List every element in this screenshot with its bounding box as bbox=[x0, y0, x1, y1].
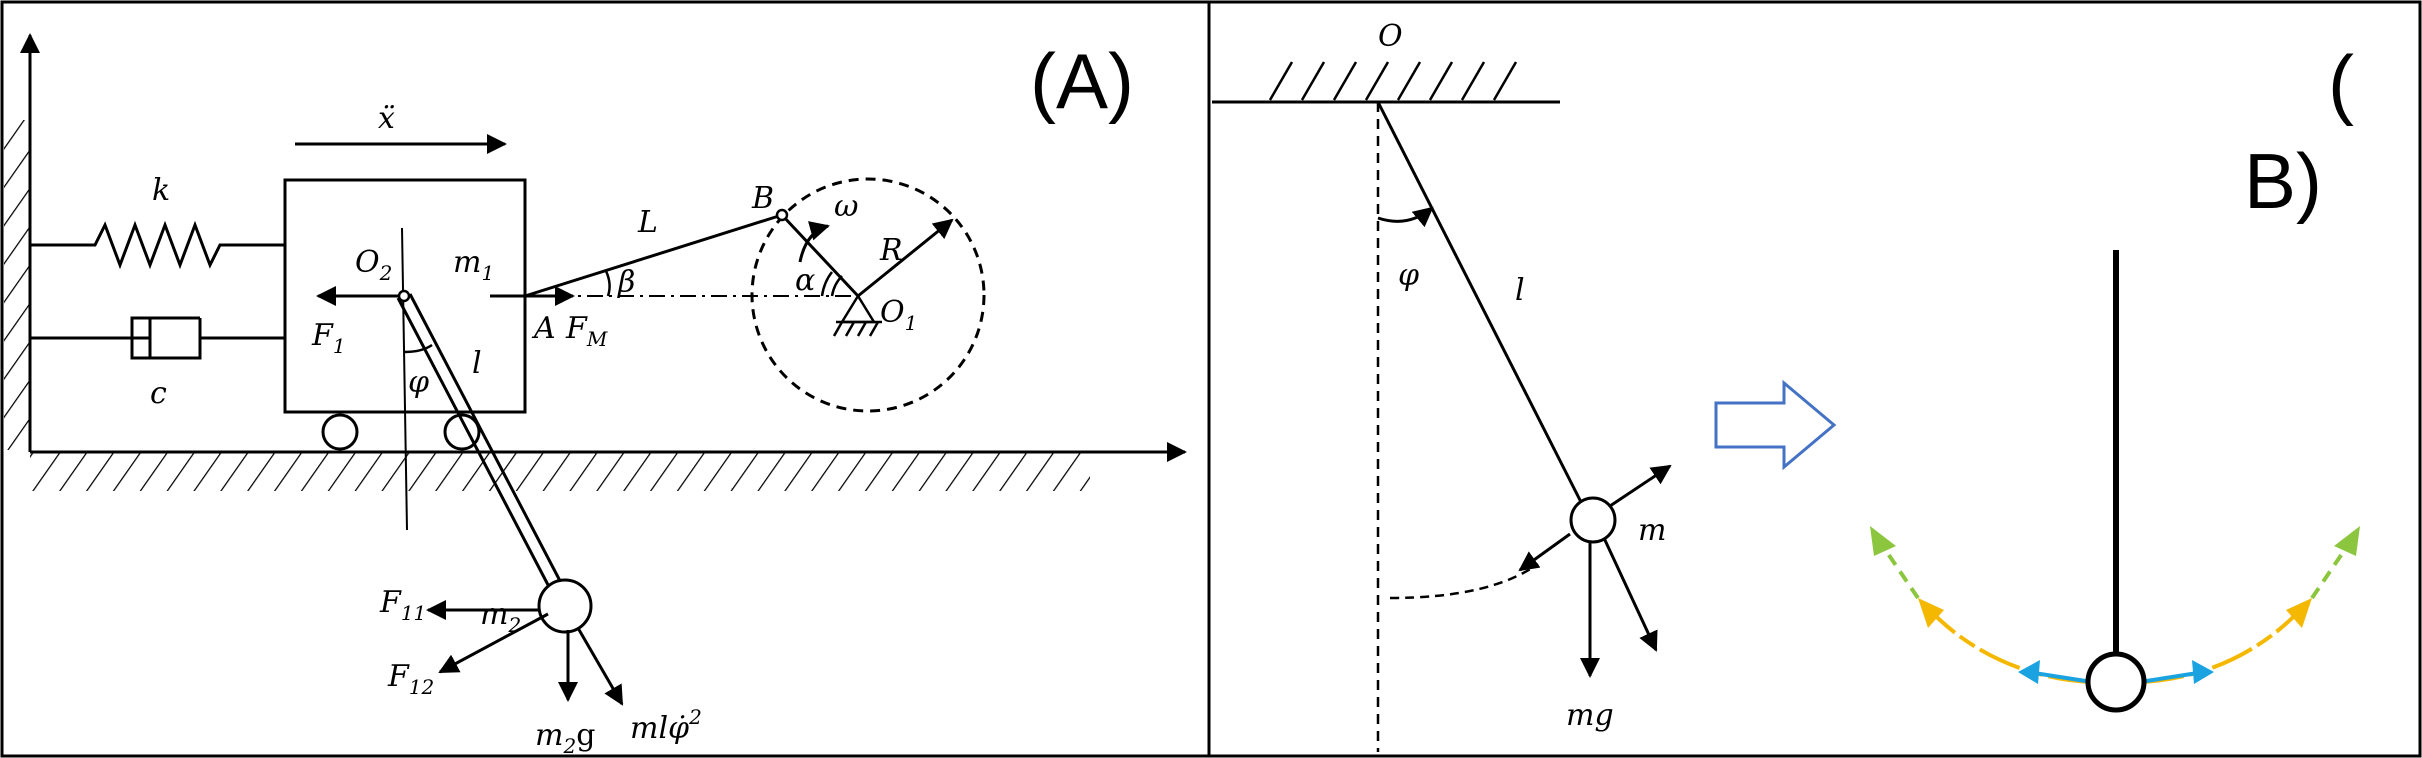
swing-path-dashed bbox=[1389, 562, 1539, 600]
swing-arc-left bbox=[1923, 603, 2093, 684]
force11-label: F11 bbox=[379, 585, 426, 625]
panel-b-tag-open: ( bbox=[2328, 39, 2354, 127]
swing-arrowhead-blue-right bbox=[2192, 660, 2214, 684]
centrifugal-arrow bbox=[576, 627, 624, 706]
swing-arrowhead-green-right bbox=[2334, 526, 2360, 556]
point-b bbox=[775, 208, 789, 222]
center-o1-label: O1 bbox=[880, 295, 917, 335]
pendulum-string bbox=[1376, 101, 1585, 507]
point-b-label: B bbox=[751, 181, 774, 216]
force12-arrow bbox=[438, 612, 549, 674]
alpha-arc-1 bbox=[820, 271, 833, 297]
swing-green-right bbox=[2310, 540, 2352, 600]
spring bbox=[30, 220, 285, 270]
beta-arc bbox=[604, 270, 611, 297]
panel-a-tag: (A) bbox=[1030, 37, 1134, 125]
origin-label: O bbox=[1378, 19, 1403, 54]
gravity-label: mg bbox=[1566, 698, 1614, 733]
mass1-label: m1 bbox=[453, 245, 494, 285]
omega-label: ω bbox=[834, 189, 858, 224]
force-m-label: FM bbox=[565, 311, 608, 351]
tangent-arrow bbox=[1518, 532, 1571, 572]
link-l bbox=[524, 213, 783, 298]
mass-label-b: m bbox=[1638, 513, 1666, 548]
swing-arrowhead-orange-left bbox=[1918, 598, 1944, 628]
crank-circle bbox=[750, 177, 986, 413]
panel-a: (A) ẍ k c O2 m1 bbox=[4, 33, 1187, 758]
pivot-o2-label: O2 bbox=[355, 245, 392, 285]
beta-label: β bbox=[617, 265, 635, 300]
swing-arrowhead-orange-right bbox=[2286, 598, 2312, 628]
crank-support bbox=[832, 293, 882, 337]
swing-arrowhead-blue-left bbox=[2018, 660, 2040, 684]
o2-vertical bbox=[401, 227, 408, 531]
link-length-label: L bbox=[637, 205, 658, 240]
spring-label: k bbox=[152, 173, 170, 208]
damper bbox=[30, 316, 285, 360]
pivot-o2 bbox=[397, 289, 411, 303]
panel-a-frame bbox=[0, 0, 1211, 758]
alpha-label: α bbox=[795, 263, 815, 298]
ground bbox=[30, 442, 1187, 491]
phi-arc-a bbox=[403, 343, 433, 354]
transition-arrow bbox=[1714, 379, 1837, 471]
swing-arc-right bbox=[2139, 603, 2307, 684]
swing-bob bbox=[2085, 651, 2147, 713]
force12-label: F12 bbox=[387, 659, 434, 699]
bob-m2 bbox=[537, 578, 593, 634]
mass2-label: m2 bbox=[480, 597, 521, 637]
bob-radial-arrow bbox=[1602, 537, 1658, 652]
weight-label: m2g bbox=[535, 718, 595, 758]
damper-label: c bbox=[150, 376, 167, 411]
force1-label: F1 bbox=[311, 318, 346, 358]
accel-label: ẍ bbox=[378, 101, 395, 136]
wall bbox=[4, 33, 40, 452]
phi-label-a: φ bbox=[408, 365, 429, 400]
bob-normal-arrow bbox=[1609, 464, 1672, 508]
cart-wheel-left bbox=[321, 413, 359, 451]
swing-green-left bbox=[1878, 540, 1920, 600]
swing-arrowhead-green-left bbox=[1870, 526, 1896, 556]
radius-arrow bbox=[857, 218, 954, 298]
length-label-b: l bbox=[1515, 273, 1525, 308]
alpha-arc-2 bbox=[830, 275, 843, 297]
crank-arm bbox=[780, 213, 860, 298]
radius-label: R bbox=[879, 233, 903, 268]
rod-line-2 bbox=[408, 293, 572, 601]
panel-b-frame bbox=[1207, 0, 2422, 758]
centrifugal-label: mlφ̇2 bbox=[630, 705, 702, 746]
point-a-label: A bbox=[531, 311, 556, 346]
rod-length-label: l bbox=[472, 346, 482, 381]
panel-b: ( B) O φ l m mg bbox=[1212, 19, 2360, 752]
phi-label-b: φ bbox=[1398, 258, 1419, 293]
ceiling-hatch bbox=[1268, 61, 1518, 101]
phi-arrow bbox=[1377, 206, 1434, 228]
omega-arrow bbox=[798, 221, 830, 263]
pendulum-bob bbox=[1569, 496, 1617, 544]
panel-b-tag-rest: B) bbox=[2244, 137, 2322, 225]
cart-wheel-right bbox=[443, 413, 481, 451]
